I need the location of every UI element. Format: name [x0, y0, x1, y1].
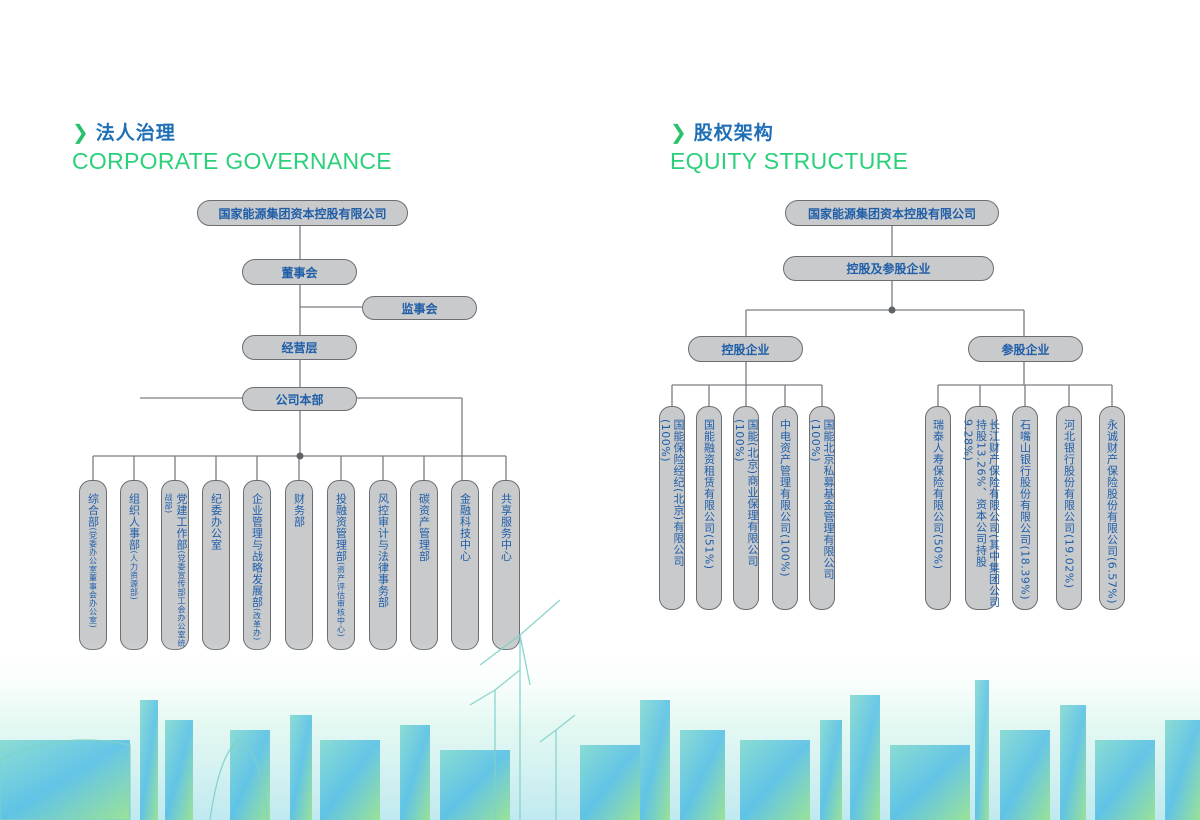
skyline-illustration	[0, 599, 1200, 820]
department-box: 财务部	[285, 480, 313, 650]
holding-company-box: 国能融资租赁有限公司(51%)	[696, 406, 722, 610]
junction-dot	[888, 306, 896, 314]
department-box: 金融科技中心	[451, 480, 479, 650]
department-box: 综合部(党委办公室董事会办公室)	[79, 480, 107, 650]
participating-company-box: 长江财产保险有限公司(其中集团公司持股13.26%、资本公司持股9.28%)	[962, 406, 1001, 610]
equity-heading: ❯股权架构 EQUITY STRUCTURE	[670, 118, 908, 175]
participating-company-box: 永诚财产保险股份有限公司(6.57%)	[1099, 406, 1125, 610]
department-box: 共享服务中心	[492, 480, 520, 650]
board-node: 董事会	[242, 259, 357, 285]
gov-top-company: 国家能源集团资本控股有限公司	[197, 200, 408, 226]
participating-company-box: 河北银行股份有限公司(19.02%)	[1056, 406, 1082, 610]
holding-node: 控股企业	[688, 336, 803, 362]
department-box: 风控审计与法律事务部	[369, 480, 397, 650]
management-node: 经营层	[242, 335, 357, 360]
governance-heading: ❯法人治理 CORPORATE GOVERNANCE	[72, 118, 392, 175]
participating-company-box: 石嘴山银行股份有限公司(18.39%)	[1012, 406, 1038, 610]
department-box: 党建工作部(党委宣传部工会办公室统战部)	[161, 480, 189, 650]
supervisory-node: 监事会	[362, 296, 477, 320]
equity-title-en: EQUITY STRUCTURE	[670, 148, 909, 174]
governance-title-en: CORPORATE GOVERNANCE	[72, 148, 392, 174]
junction-dot	[296, 452, 304, 460]
equity-top-company: 国家能源集团资本控股有限公司	[785, 200, 999, 226]
department-box: 企业管理与战略发展部(改革办)	[243, 480, 271, 650]
hq-node: 公司本部	[242, 387, 357, 411]
holding-company-box: 中电资产管理有限公司(100%)	[772, 406, 798, 610]
equity-title-cn: 股权架构	[693, 122, 774, 144]
governance-title-cn: 法人治理	[95, 122, 176, 144]
holding-company-box: 国能北京私募基金管理有限公司(100%)	[809, 406, 835, 610]
department-box: 投融资管理部(资产评估审核中心)	[327, 480, 355, 650]
department-box: 纪委办公室	[202, 480, 230, 650]
holding-all-node: 控股及参股企业	[783, 256, 994, 281]
holding-company-box: 国能(北京)商业保理有限公司(100%)	[733, 406, 759, 610]
participating-node: 参股企业	[968, 336, 1083, 362]
chevron-right-icon: ❯	[72, 119, 90, 144]
participating-company-box: 瑞泰人寿保险有限公司(50%)	[925, 406, 951, 610]
holding-company-box: 国能保险经纪(北京)有限公司(100%)	[659, 406, 685, 610]
department-box: 碳资产管理部	[410, 480, 438, 650]
chevron-right-icon: ❯	[670, 119, 688, 144]
